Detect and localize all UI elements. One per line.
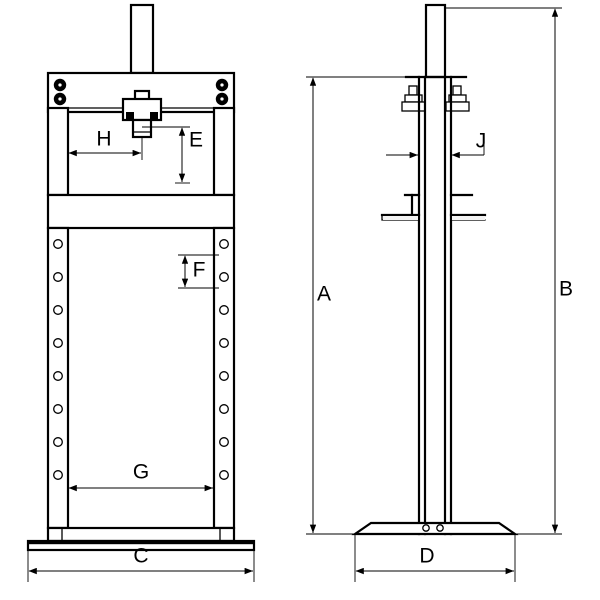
dimension-label-J: J [476,130,487,153]
dimension-label-F: F [193,259,206,282]
side-vertical-post [417,75,453,536]
left-column [46,226,70,530]
dimension-J: J [386,130,487,159]
upper-frame-columns [46,106,236,197]
dimension-label-D: D [419,545,434,568]
dimension-F: F [178,254,219,289]
dimension-D: D [354,534,516,582]
dimension-label-C: C [133,545,148,568]
side-hydraulic-cylinder [424,3,447,79]
dimension-label-E: E [189,129,203,152]
front-elevation-view: H E F G C [26,3,256,582]
dimension-H: H [67,128,143,160]
dimension-E: E [142,126,203,184]
top-left-bolt-heads [53,78,67,106]
dimension-label-A: A [317,283,331,306]
top-right-bolt-heads [215,78,229,106]
right-column-pin-holes [219,239,229,480]
side-left-shelf-bracket [380,193,421,221]
dimension-B: B [445,7,573,535]
front-base-plate [26,539,256,552]
hydraulic-cylinder [129,3,155,75]
side-base-foot [351,521,519,536]
side-right-shelf-bracket [449,193,487,221]
dimension-label-H: H [96,128,111,151]
front-bottom-rail [46,526,236,543]
left-column-pin-holes [53,239,63,480]
dimension-C: C [27,545,255,582]
dimension-label-G: G [133,461,149,484]
ram-head-assembly [121,89,163,139]
side-elevation-view: J A B D [306,3,573,582]
dimension-label-B: B [559,278,573,301]
mid-cross-beam [46,193,236,230]
dimension-G: G [67,461,215,500]
right-column [212,226,236,530]
dimension-A: A [306,76,406,535]
